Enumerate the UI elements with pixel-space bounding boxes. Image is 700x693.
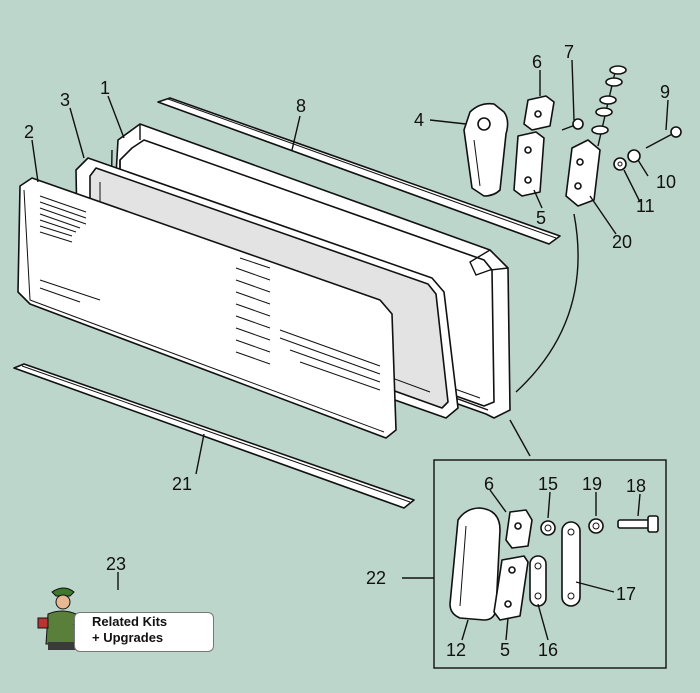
callout-21: 21	[172, 474, 192, 494]
part-5-hinge-plate[interactable]	[513, 131, 545, 197]
part-17-link[interactable]	[561, 521, 581, 607]
part-6-detail-pad[interactable]	[505, 509, 533, 549]
part-21-bottom-seal-strip[interactable]	[13, 363, 415, 509]
part-11-washer[interactable]	[613, 157, 627, 171]
callout-7: 7	[564, 42, 574, 62]
part-7-screw[interactable]	[561, 118, 584, 131]
callout-10: 10	[656, 172, 676, 192]
callout-23: 23	[106, 554, 126, 574]
glass-reflection-lines	[39, 195, 381, 391]
hinge-guide-line	[515, 213, 579, 393]
mechanic-figure-icon	[37, 587, 91, 650]
callout-5: 5	[536, 208, 546, 228]
callout-19: 19	[582, 474, 602, 494]
callout-3: 3	[60, 90, 70, 110]
callout-16: 16	[538, 640, 558, 660]
part-20-hinge-bracket[interactable]	[565, 139, 601, 207]
part-9-bolt[interactable]	[645, 126, 682, 149]
callout-17: 17	[616, 584, 636, 604]
callout-18: 18	[626, 476, 646, 496]
related-kits-line-1: Related Kits	[92, 614, 168, 629]
callout-9: 9	[660, 82, 670, 102]
detail-inset-box	[433, 459, 667, 669]
callout-20: 20	[612, 232, 632, 252]
callout-11: 11	[636, 196, 655, 216]
part-19-washer[interactable]	[588, 518, 604, 534]
part-16-link[interactable]	[529, 555, 547, 607]
callout-1: 1	[100, 78, 110, 98]
callout-8: 8	[296, 96, 306, 116]
part-8-top-seal-strip[interactable]	[157, 97, 561, 245]
callout-6: 6	[532, 52, 542, 72]
hinge-bolt-stack[interactable]	[591, 65, 627, 147]
related-kits-button[interactable]: Related Kits + Upgrades	[34, 584, 214, 652]
related-kits-label-box[interactable]	[74, 612, 214, 652]
callout-6-detail: 6	[484, 474, 494, 494]
callout-22: 22	[366, 568, 386, 588]
part-18-bolt[interactable]	[617, 515, 659, 533]
part-4-hinge-cover[interactable]	[463, 102, 509, 197]
callout-12: 12	[446, 640, 466, 660]
callout-15: 15	[538, 474, 558, 494]
part-5-detail-plate[interactable]	[493, 555, 529, 621]
part-2-glass-pane[interactable]	[17, 177, 397, 439]
part-10-nut[interactable]	[627, 149, 641, 163]
callout-2: 2	[24, 122, 34, 142]
leader-lines	[31, 59, 669, 641]
callout-5-detail: 5	[500, 640, 510, 660]
part-12-cover[interactable]	[449, 507, 501, 621]
detail-pointer	[509, 419, 531, 457]
part-6-hinge-pad[interactable]	[523, 95, 555, 131]
related-kits-label: Related Kits + Upgrades	[92, 614, 212, 646]
related-kits-line-2: + Upgrades	[92, 630, 164, 645]
part-15-washer[interactable]	[540, 520, 556, 536]
callout-4: 4	[414, 110, 424, 130]
